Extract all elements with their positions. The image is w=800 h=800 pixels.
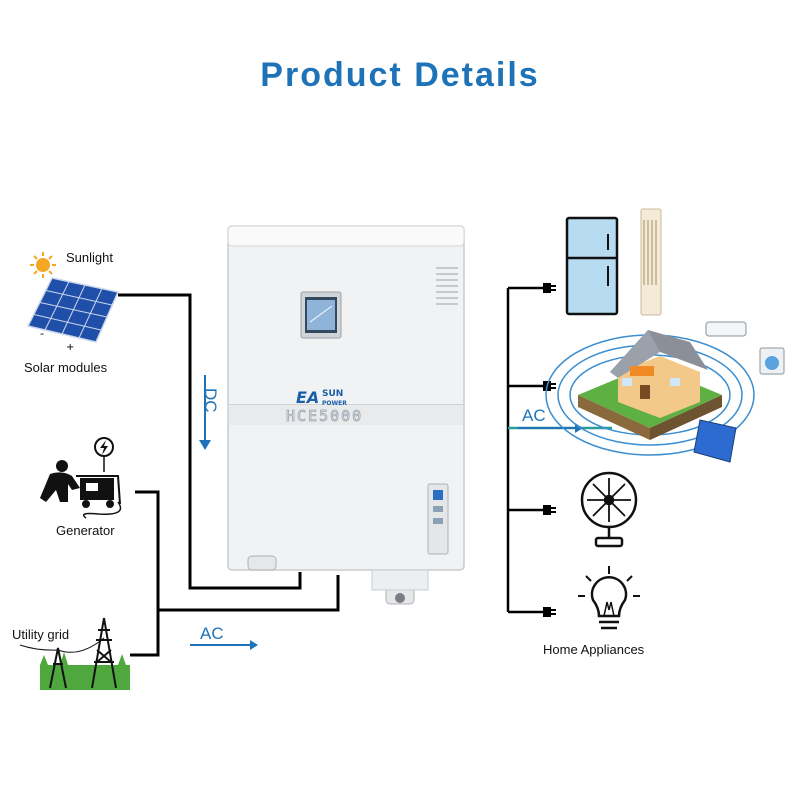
easun-logo: EA SUN POWER xyxy=(296,388,347,407)
svg-text:-: - xyxy=(40,327,44,340)
ac-in-arrow xyxy=(190,640,258,650)
model-label: HCE5000 xyxy=(286,407,363,425)
utility-grid-label: Utility grid xyxy=(12,627,70,642)
page-title: Product Details xyxy=(260,56,540,94)
ac-in-label: AC xyxy=(200,624,224,643)
fan-icon xyxy=(580,471,638,548)
svg-text:EA: EA xyxy=(296,388,319,407)
generator-icon xyxy=(40,437,122,519)
plug-icons xyxy=(543,283,556,617)
svg-text:POWER: POWER xyxy=(322,400,347,407)
dc-arrow xyxy=(199,375,211,450)
sun-icon xyxy=(30,252,56,278)
svg-text:+: + xyxy=(66,342,74,353)
dc-label: DC xyxy=(201,388,220,413)
output-wires xyxy=(506,286,543,614)
ac-out-label: AC xyxy=(522,406,546,425)
vent-grille xyxy=(436,267,458,305)
inverter-device xyxy=(227,225,465,605)
svg-text:SUN: SUN xyxy=(322,389,343,399)
fridge-icon xyxy=(565,216,619,316)
tower-ac-icon xyxy=(640,208,662,316)
solar-panel-icon: - + xyxy=(26,277,120,353)
solar-modules-label: Solar modules xyxy=(24,360,108,375)
house-icon xyxy=(545,321,785,463)
home-appliances-label: Home Appliances xyxy=(543,642,645,657)
input-wires xyxy=(118,293,340,657)
sunlight-label: Sunlight xyxy=(66,250,113,265)
utility-grid-icon xyxy=(19,617,130,690)
light-bulb-icon xyxy=(578,566,640,630)
generator-label: Generator xyxy=(56,523,115,538)
